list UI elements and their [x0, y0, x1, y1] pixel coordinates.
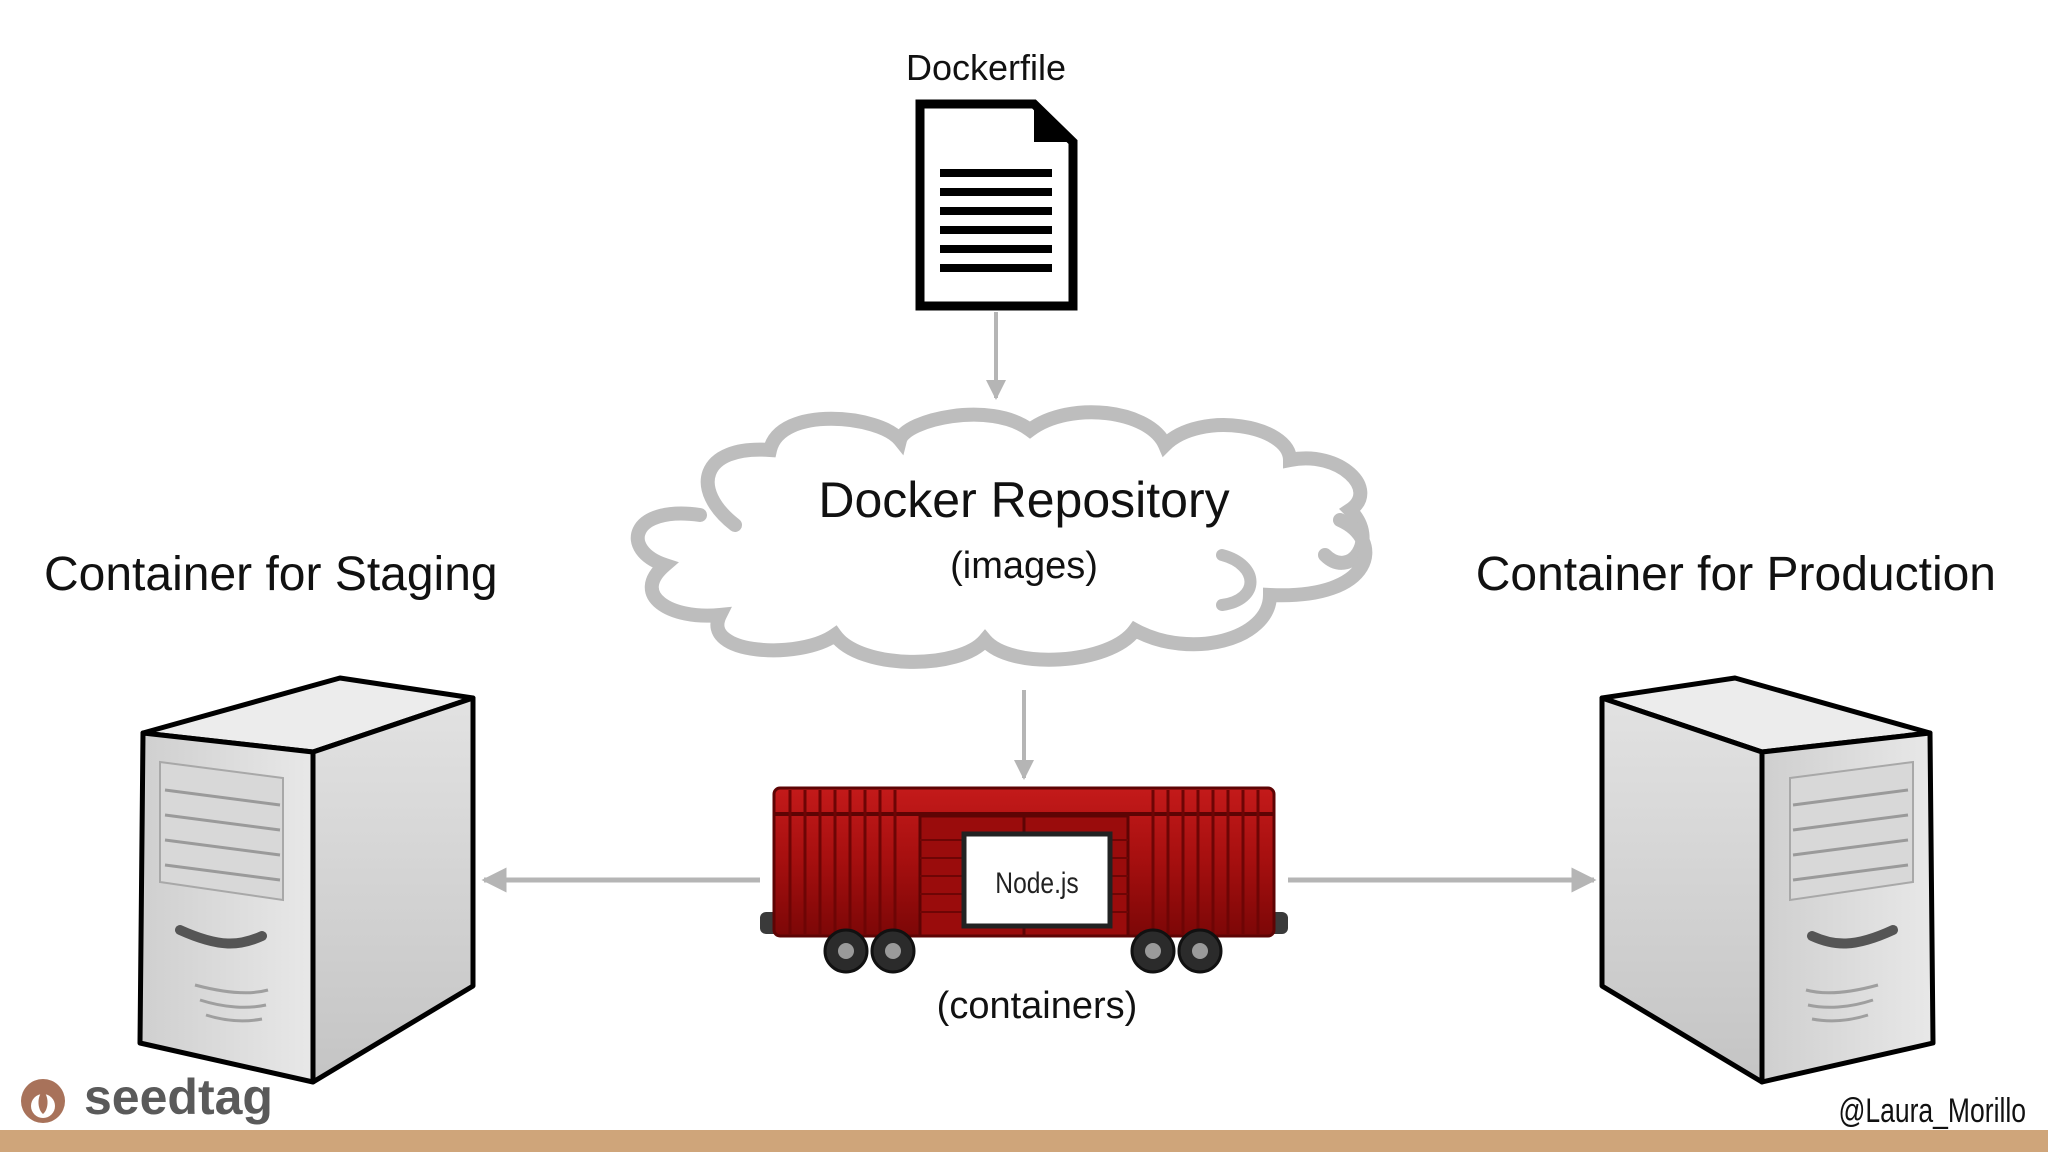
repository-subtitle: (images)	[950, 545, 1098, 587]
staging-label: Container for Staging	[44, 548, 498, 601]
seedtag-logo-icon	[21, 1079, 65, 1123]
cloud-icon	[630, 405, 1373, 669]
production-server-icon	[1599, 675, 1936, 1085]
brand-name: seedtag	[84, 1069, 273, 1125]
dockerfile-label: Dockerfile	[906, 47, 1066, 88]
footer-bar	[0, 1130, 2048, 1152]
freight-car-icon	[760, 786, 1288, 974]
container-badge: Node.js	[995, 866, 1078, 900]
staging-server-icon	[137, 675, 476, 1085]
repository-title: Docker Repository	[818, 472, 1229, 528]
author-handle: @Laura_Morillo	[1838, 1092, 2026, 1130]
production-label: Container for Production	[1476, 548, 1996, 601]
container-caption: (containers)	[937, 985, 1138, 1027]
document-icon	[915, 99, 1078, 311]
